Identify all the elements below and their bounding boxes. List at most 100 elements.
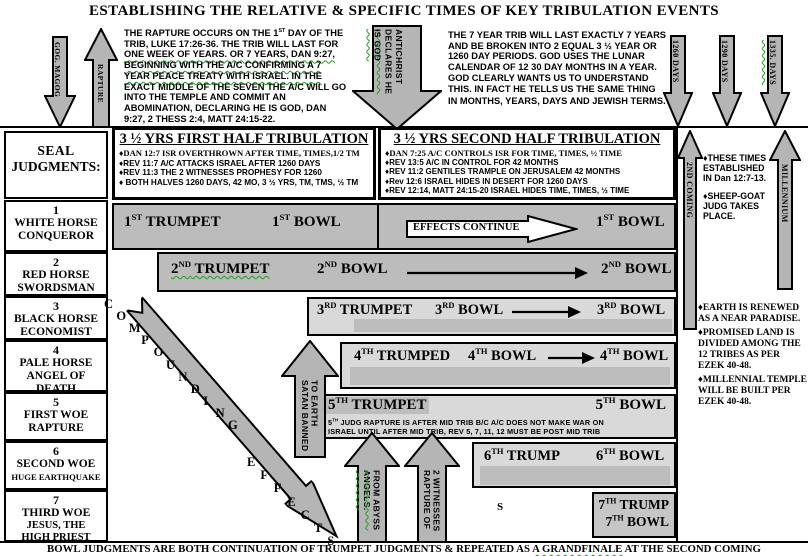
first-half-title: 3 ½ YRS FIRST HALF TRIBULATION (119, 131, 369, 147)
paragraph-line: 9:27, 2 THESS 2:4, MATT 24:15-22. (124, 113, 276, 124)
second-coming-label: 2ND COMING (685, 162, 694, 219)
effects-letter: E (247, 455, 256, 469)
trumpet-bowl-bar-1: 1ST TRUMPET 1ST BOWL EFFECTS CONTINUE 1S… (112, 203, 676, 250)
second-half-bullet: ♦Rev 12:6 ISRAEL HIDES IN DESERT FOR 126… (385, 176, 588, 186)
trump-7-label: 7TH TRUMP (598, 496, 669, 512)
first-half-header: 3 ½ YRS FIRST HALF TRIBULATION ♦DAN 12:7… (112, 127, 376, 200)
bowl-2-label: 2ND BOWL (317, 259, 388, 277)
days-1260-label: 1260 DAYS (671, 40, 680, 83)
second-half-bullet: ♦REV 13:5 A/C IN CONTROL FOR 42 MONTHS (385, 158, 559, 168)
seal-row-7: 7 THIRD WOE JESUS, THE HIGH PRIEST (4, 490, 108, 543)
days-1335-arrow: 1335. DAYS (759, 35, 791, 129)
effects-letter: F (273, 481, 282, 496)
paragraph-line: GOD CLEARLY WANTS US TO UNDERSTAND (448, 72, 649, 83)
bar-5-note-2: ISRAEL UNTIL AFTER MID TRIB, REV 5, 7, 1… (328, 427, 601, 436)
bowl-3-repeat-label: 3RD BOWL (597, 301, 666, 318)
right-column-divider (676, 127, 678, 542)
seal-row-4: 4 PALE HORSE ANGEL OF DEATH (4, 340, 108, 395)
trumpet-bowl-bar-6: 6TH TRUMP 6TH BOWL (472, 442, 676, 488)
bowl-4-label: 4TH BOWL (468, 347, 537, 364)
bowl-1-repeat-label: 1ST BOWL (596, 212, 665, 230)
effects-letter: C (300, 507, 310, 522)
effects-continue-label: EFFECTS CONTINUE (413, 222, 520, 233)
paragraph-line: 1260 DAY PERIODS. GOD USES THE LUNAR (448, 51, 645, 62)
bowl-5-label: 5TH BOWL (595, 395, 667, 413)
days-1260-arrow: 1260 DAYS (662, 35, 694, 129)
angels-abyss-arrow: ANGELS. FROM ABYSS (342, 431, 402, 543)
seven-year-paragraph: THE 7 YEAR TRIB WILL LAST EXACTLY 7 YEAR… (448, 30, 670, 107)
first-half-bullet: ♦DAN 12:7 ISR OVERTHROWN AFTER TIME, TIM… (119, 148, 360, 158)
bowl-6-label: 6TH BOWL (596, 447, 665, 464)
trumpet-bowl-bar-5: 5TH TRUMPET 5TH BOWL 5TH JUDG RAPTURE IS… (312, 394, 676, 439)
trumpet-4-label: 4TH TRUMPED (354, 347, 451, 364)
right-panel-notes-2: ♦EARTH IS RENEWED AS A NEAR PARADISE. ♦P… (698, 303, 808, 408)
second-half-bullet: ♦DAN 7:25 A/C CONTROLS ISR FOR TIME, TIM… (385, 148, 622, 158)
page-title: ESTABLISHING THE RELATIVE & SPECIFIC TIM… (89, 3, 719, 19)
compounding-letter: C (104, 297, 114, 311)
paragraph-line: EXACT MIDDLE OF THE SEVEN THE A/C WILL G… (124, 81, 347, 92)
bowl-1-label: 1ST BOWL (272, 212, 341, 230)
paragraph-line: INTO THE TEMPLE AND COMMIT AN (124, 92, 286, 103)
trumpet-bowl-bar-3: 3RD TRUMPET 3RD BOWL 3RD BOWL (307, 297, 676, 336)
table-bottom-line (0, 541, 808, 543)
compounding-effects-arrow-icon (124, 294, 339, 539)
seal-row-1: 1 WHITE HORSE CONQUEROR (4, 200, 108, 252)
trumpet-6-label: 6TH TRUMP (484, 447, 560, 464)
stray-s-letter: S (497, 501, 504, 513)
compounding-letter: N (178, 369, 188, 384)
down-arrow-icon (43, 36, 77, 130)
compounding-letter: P (141, 333, 149, 348)
antichrist-arrow: ANTICHRIST DECLARES HE IS GOD (350, 25, 444, 131)
bar-5-note-1: 5TH JUDG RAPTURE IS AFTER MID TRIB B/C A… (328, 417, 604, 427)
seal-row-2: 2 RED HORSE SWORDSMAN (4, 252, 108, 296)
down-arrow-icon (711, 35, 743, 129)
up-arrow-icon (676, 128, 704, 330)
right-note: ♦EARTH IS RENEWED AS A NEAR PARADISE. (698, 303, 801, 324)
right-panel-notes-1: ♦THESE TIMES ESTABLISHED IN Dan 12:7-13.… (703, 153, 767, 221)
second-half-bullet: ♦REV 12:14, MATT 24:15-20 ISRAEL HIDES T… (385, 185, 630, 195)
compounding-letter: M (128, 321, 141, 336)
bowl-7-label: 7TH BOWL (605, 513, 669, 529)
trumpet-5-label: 5TH TRUMPET (326, 395, 429, 414)
paragraph-line: CALENDAR OF 12 30 DAY MONTHS IN A YEAR. (448, 62, 657, 73)
seal-judgments-header: SEAL JUDGMENTS: (4, 131, 108, 199)
paragraph-line: YEAR PEACE TREATY WITH ISRAEL. IN THE (124, 70, 323, 81)
compounding-letter: N (215, 405, 225, 420)
second-half-bullet: ♦REV 11:2 GENTILES TRAMPLE ON JERUSALEM … (385, 167, 621, 177)
effects-letter: F (260, 468, 269, 483)
effects-continue-arrow: EFFECTS CONTINUE (406, 214, 580, 244)
bar-4-strip (350, 367, 670, 385)
rapture-arrow: RAPTURE (83, 26, 119, 128)
right-note: ♦MILLENNIAL TEMPLE WILL BE BUILT PER EZE… (698, 375, 807, 407)
two-witnesses-rapture-arrow: RAPTURE OF 2 WITNESSES (402, 431, 462, 543)
compounding-letter: G (228, 418, 238, 432)
up-arrow-icon (279, 339, 341, 458)
rapture-label: RAPTURE (96, 64, 105, 104)
compounding-letter: D (190, 381, 200, 396)
paragraph-line: THIS. IN FACT HE TELLS US THE SAME THING (448, 83, 656, 94)
trumpet-bowl-bar-2: 2ND TRUMPET 2ND BOWL 2ND BOWL (157, 252, 676, 292)
seal-header-line2: JUDGMENTS: (11, 159, 101, 174)
paragraph-line: ONE WEEK OF YEARS. OR 7 YEARS, DAN 9:27, (124, 49, 335, 60)
paragraph-line: ABOMINATION, DECLARING HE IS GOD, DAN (124, 102, 327, 113)
right-note: ♦SHEEP-GOAT JUDG TAKES PLACE. (703, 191, 765, 221)
angels-abyss-label: ANGELS. FROM ABYSS (361, 470, 382, 531)
trumpet-2-label: 2ND TRUMPET (171, 259, 270, 277)
rapture-paragraph: THE RAPTURE OCCURS ON THE 1ST DAY OF THE… (124, 28, 358, 124)
paragraph-line: TRIB, LUKE 17:26-36. THE TRIB WILL LAST … (124, 38, 339, 49)
antichrist-label: ANTICHRIST DECLARES HE IS GOD (372, 29, 404, 95)
long-arrow-icon (548, 352, 595, 364)
up-arrow-icon (768, 128, 802, 290)
satan-banned-label: SATAN BANNED TO EARTH (299, 380, 320, 452)
effects-letter: T (314, 521, 323, 535)
bar-3-strip (354, 319, 672, 332)
seal-header-line1: SEAL (37, 143, 75, 158)
effects-letter: E (287, 494, 296, 509)
long-arrow-icon (407, 267, 588, 279)
second-coming-arrow: 2ND COMING (676, 128, 704, 330)
millennium-label: MILLENNIUM (780, 164, 789, 223)
compounding-letter: I (203, 393, 209, 408)
right-note: ♦PROMISED LAND IS DIVIDED AMONG THE 12 T… (698, 328, 801, 371)
up-arrow-icon (342, 431, 402, 543)
